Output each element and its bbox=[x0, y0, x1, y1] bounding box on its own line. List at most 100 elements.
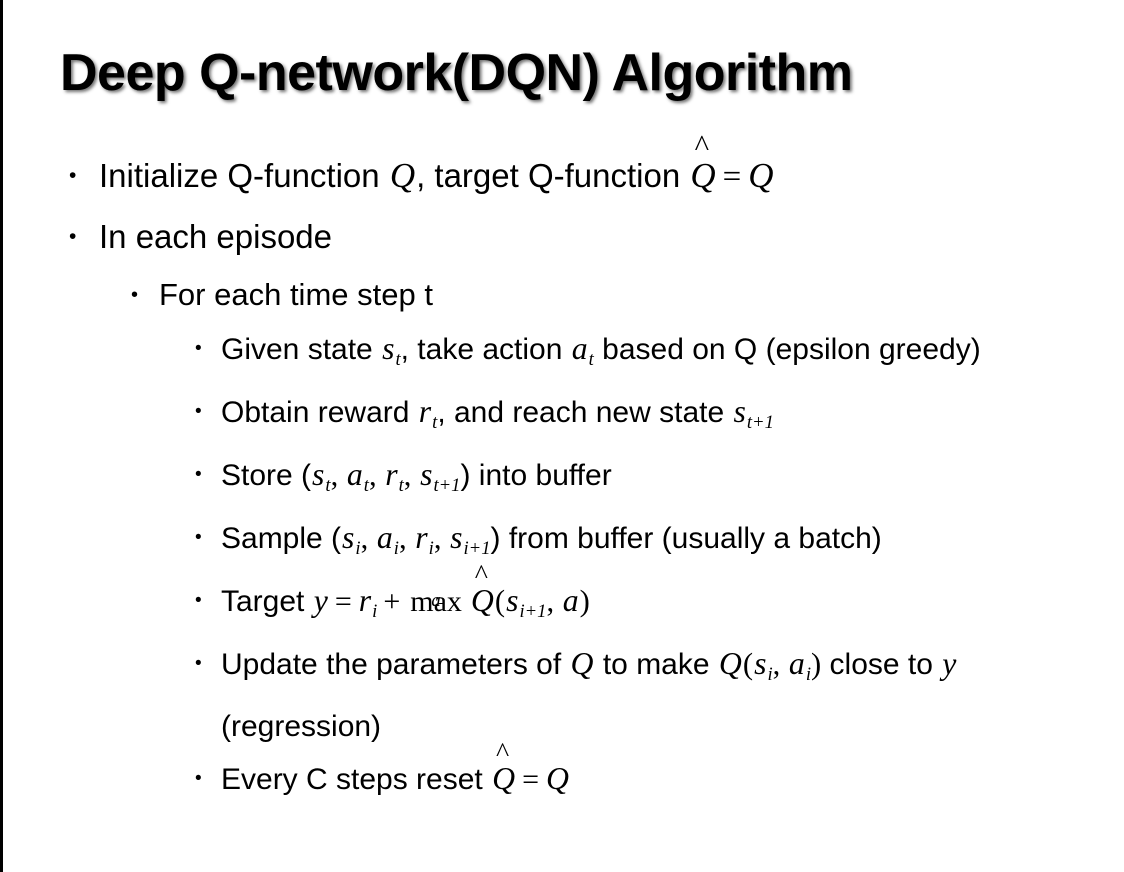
list-item-text: Sample (si, ai, ri, si+1) from buffer (u… bbox=[221, 512, 1124, 575]
list-item-text: In each episode bbox=[99, 218, 333, 255]
math-paren-close: ) bbox=[579, 583, 590, 618]
math-var-Qhat: ^Q bbox=[689, 131, 716, 206]
math-var-Q: Q bbox=[718, 645, 742, 681]
math-subscript: i bbox=[393, 537, 399, 559]
math-separator: , bbox=[368, 457, 385, 492]
math-var-Qhat: ^Q bbox=[470, 561, 495, 627]
text-run: , target Q-function bbox=[416, 157, 690, 194]
math-separator: , bbox=[330, 457, 346, 492]
text-run: Store ( bbox=[221, 458, 312, 492]
list-item-reset: • Every C steps reset ^Q=Q bbox=[3, 739, 1124, 806]
list-item-given-state: • Given state st, take action at based o… bbox=[3, 323, 1124, 386]
math-subscript: t bbox=[325, 474, 331, 496]
math-separator: , bbox=[403, 457, 420, 492]
math-var-r: r bbox=[418, 393, 432, 429]
math-var-a: a bbox=[376, 519, 393, 555]
math-operator-limit: a bbox=[431, 590, 441, 612]
math-operator-equals: = bbox=[522, 762, 539, 796]
math-var-y: y bbox=[942, 645, 957, 681]
math-separator: , bbox=[360, 520, 376, 555]
math-operator-name: max bbox=[410, 584, 462, 618]
text-run: , and reach new state bbox=[437, 395, 733, 429]
bullet-marker: • bbox=[195, 463, 202, 485]
list-item-text: Initialize Q-function Q, target Q-functi… bbox=[99, 131, 1124, 207]
math-subscript: t bbox=[588, 348, 594, 370]
bullet-marker: • bbox=[195, 400, 202, 422]
bullet-marker: • bbox=[195, 767, 202, 789]
list-item-timestep: • For each time step t bbox=[3, 267, 1124, 323]
math-var-base: Q bbox=[690, 156, 716, 195]
bullet-marker: • bbox=[69, 225, 77, 248]
bullet-marker: • bbox=[195, 526, 202, 548]
math-var-r: r bbox=[385, 456, 398, 492]
text-run: (regression) bbox=[221, 709, 382, 743]
math-var-Q: Q bbox=[545, 760, 569, 796]
math-var-s: s bbox=[506, 582, 519, 618]
math-operator-plus: + bbox=[383, 584, 401, 618]
list-item-update: • Update the parameters of Q to make Q(s… bbox=[3, 638, 1124, 753]
math-operator-equals: = bbox=[722, 159, 742, 195]
math-var-a: a bbox=[562, 582, 579, 618]
math-paren-open: ( bbox=[742, 646, 754, 681]
text-run: Obtain reward bbox=[221, 395, 418, 429]
list-item-store: • Store (st, at, rt, st+1) into buffer bbox=[3, 449, 1124, 512]
text-run: Initialize Q-function bbox=[99, 157, 389, 194]
math-separator: , bbox=[546, 583, 562, 618]
math-var-s: s bbox=[450, 519, 463, 555]
math-var-a: a bbox=[571, 331, 588, 366]
text-run: Update the parameters of bbox=[221, 647, 570, 681]
text-run: based on Q (epsilon greedy) bbox=[593, 333, 981, 366]
math-subscript: t bbox=[395, 348, 401, 370]
list-item-text: Given state st, take action at based on … bbox=[221, 323, 1124, 386]
list-item-obtain-reward: • Obtain reward rt, and reach new state … bbox=[3, 386, 1124, 449]
text-run: ) from buffer (usually a batch) bbox=[490, 521, 882, 555]
page-title: Deep Q-network(DQN) Algorithm bbox=[60, 44, 853, 102]
list-item-sample: • Sample (si, ai, ri, si+1) from buffer … bbox=[3, 512, 1124, 575]
math-separator: , bbox=[433, 520, 450, 555]
math-var-y: y bbox=[313, 582, 328, 618]
math-var-Q: Q bbox=[570, 645, 594, 681]
math-subscript: t bbox=[398, 474, 404, 496]
math-paren-close: ) bbox=[810, 646, 822, 681]
math-var-s: s bbox=[312, 456, 325, 492]
math-var-a: a bbox=[788, 645, 805, 681]
math-var-s: s bbox=[382, 331, 395, 366]
list-item-text: Update the parameters of Q to make Q(si,… bbox=[221, 638, 1124, 753]
bullet-list: • Initialize Q-function Q, target Q-func… bbox=[3, 131, 1124, 806]
list-item-episode: • In each episode bbox=[3, 207, 1124, 267]
list-item-initialize: • Initialize Q-function Q, target Q-func… bbox=[3, 131, 1124, 207]
bullet-marker: • bbox=[131, 284, 139, 306]
math-var-Q: Q bbox=[389, 156, 416, 195]
text-run: Every C steps reset bbox=[221, 762, 492, 796]
text-run: close to bbox=[821, 647, 942, 681]
math-subscript: t bbox=[432, 411, 438, 433]
math-subscript: t+1 bbox=[433, 474, 461, 496]
math-var-base: Q bbox=[470, 582, 494, 618]
math-subscript: t+1 bbox=[746, 411, 774, 433]
list-item-text: Store (st, at, rt, st+1) into buffer bbox=[221, 449, 1124, 512]
math-var-s: s bbox=[342, 519, 355, 555]
math-operator-equals: = bbox=[334, 584, 352, 618]
text-run: Sample ( bbox=[221, 521, 342, 555]
list-item-text: Obtain reward rt, and reach new state st… bbox=[221, 386, 1124, 449]
math-separator: , bbox=[398, 520, 415, 555]
math-subscript: i bbox=[767, 663, 773, 685]
math-subscript: i bbox=[372, 600, 378, 622]
math-subscript: i+1 bbox=[463, 537, 491, 559]
bullet-marker: • bbox=[195, 652, 202, 674]
bullet-marker: • bbox=[195, 589, 202, 611]
math-subscript: i+1 bbox=[519, 600, 547, 622]
math-separator: , bbox=[772, 646, 788, 681]
text-run: to make bbox=[594, 647, 718, 681]
math-subscript: t bbox=[363, 474, 369, 496]
math-var-s: s bbox=[420, 456, 433, 492]
math-var-a: a bbox=[346, 456, 363, 492]
math-var-Q: Q bbox=[748, 156, 774, 195]
text-run: , take action bbox=[400, 333, 571, 366]
text-run: Given state bbox=[221, 333, 382, 366]
math-var-r: r bbox=[358, 582, 372, 618]
math-subscript: i bbox=[428, 537, 434, 559]
